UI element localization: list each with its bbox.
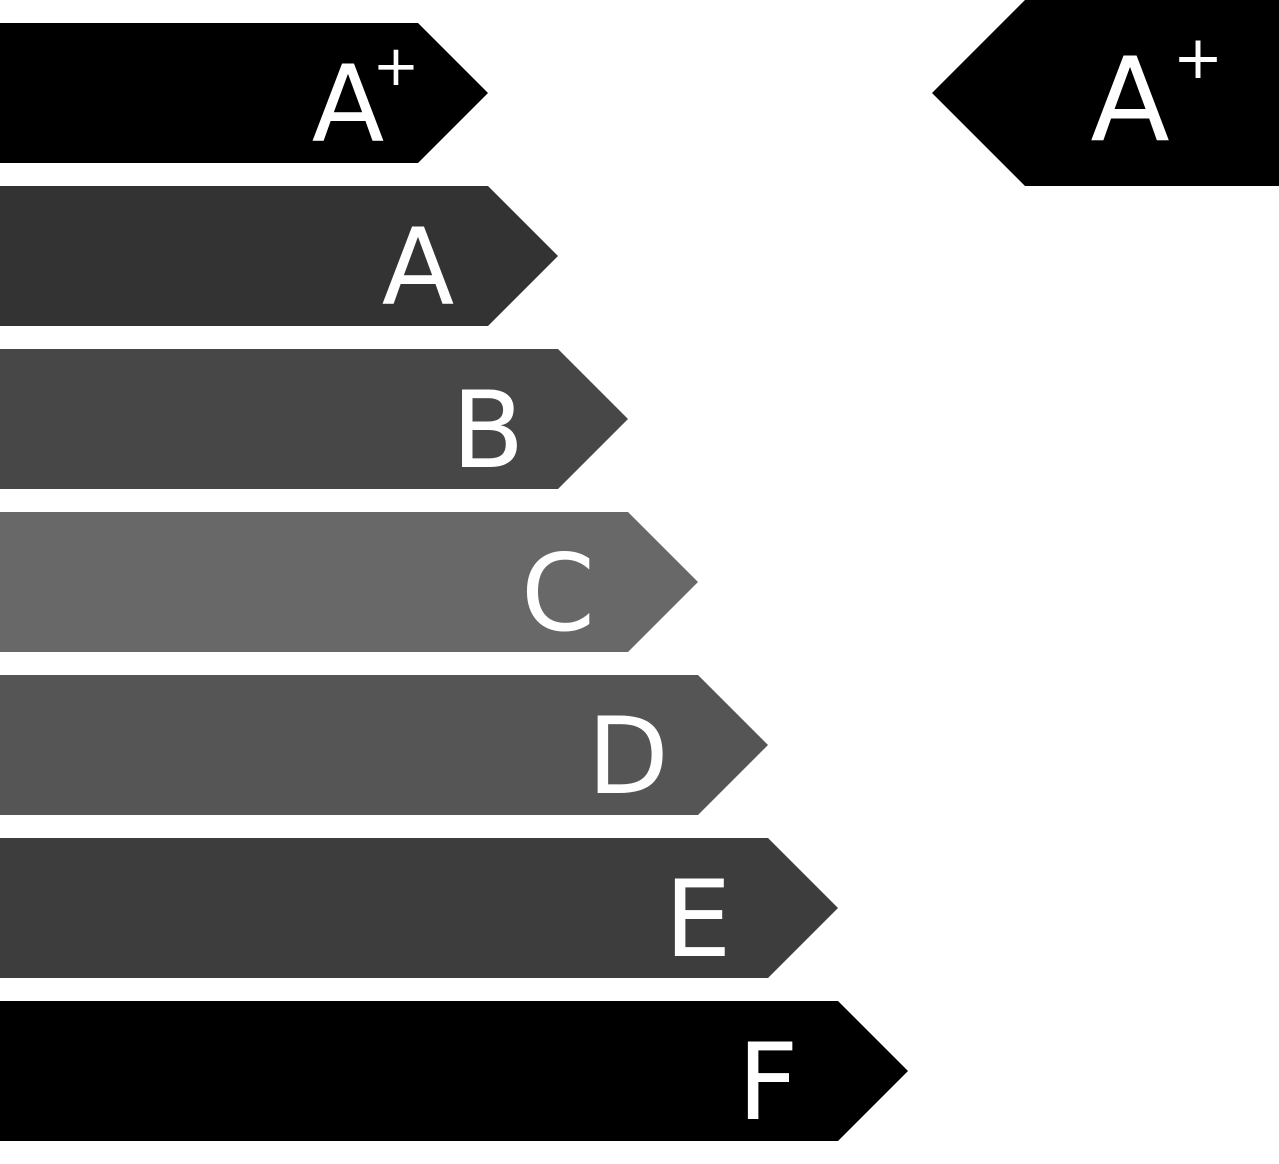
energy-band-letter: D xyxy=(587,695,669,818)
energy-band-arrow xyxy=(0,675,768,815)
energy-band-letter: B xyxy=(452,369,525,492)
energy-band-letter: A xyxy=(312,43,385,166)
energy-band: A xyxy=(0,186,558,329)
energy-band: B xyxy=(0,349,628,492)
energy-band: F xyxy=(0,1001,908,1144)
rating-marker-letter: A xyxy=(1090,33,1169,168)
rating-marker-arrow xyxy=(932,0,1279,186)
energy-band: D xyxy=(0,675,768,818)
energy-band: C xyxy=(0,512,698,655)
energy-band-letter: E xyxy=(665,858,732,981)
energy-band-arrow xyxy=(0,838,838,978)
energy-band-arrow xyxy=(0,1001,908,1141)
energy-band-arrow xyxy=(0,512,698,652)
energy-band: E xyxy=(0,838,838,981)
energy-band-arrow xyxy=(0,186,558,326)
energy-band-arrow xyxy=(0,23,488,163)
energy-band-arrow xyxy=(0,349,628,489)
energy-band: A+ xyxy=(0,23,488,166)
rating-marker-plus: + xyxy=(1173,23,1223,93)
energy-band-letter: F xyxy=(738,1021,799,1144)
energy-band-plus: + xyxy=(373,34,420,99)
energy-band-letter: C xyxy=(521,532,595,655)
energy-band-letter: A xyxy=(382,206,455,329)
rating-marker: A + xyxy=(932,0,1279,186)
